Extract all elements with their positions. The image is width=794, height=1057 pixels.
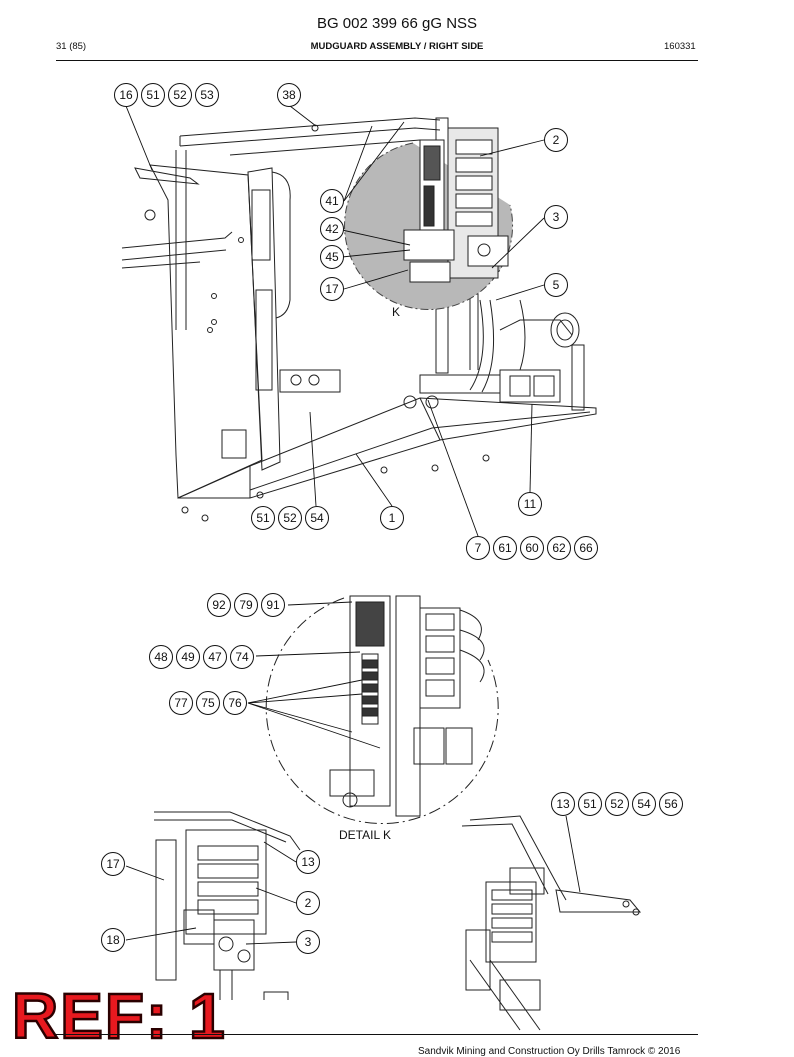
footer-rule [56,1034,698,1036]
callout-3[interactable]: 3 [544,205,568,229]
callout-91[interactable]: 91 [261,593,285,617]
detail-k-zone [344,127,514,311]
callout-52[interactable]: 52 [278,506,302,530]
callout-7[interactable]: 7 [466,536,490,560]
detail-k-view [265,595,499,825]
callout-16[interactable]: 16 [114,83,138,107]
callout-3[interactable]: 3 [296,930,320,954]
callout-41[interactable]: 41 [320,189,344,213]
callout-18[interactable]: 18 [101,928,125,952]
callout-52[interactable]: 52 [168,83,192,107]
callout-48[interactable]: 48 [149,645,173,669]
callout-51[interactable]: 51 [141,83,165,107]
callout-61[interactable]: 61 [493,536,517,560]
callout-79[interactable]: 79 [234,593,258,617]
callout-54[interactable]: 54 [305,506,329,530]
callout-54[interactable]: 54 [632,792,656,816]
bottom-right-view [461,815,642,1031]
callout-1[interactable]: 1 [380,506,404,530]
callout-60[interactable]: 60 [520,536,544,560]
callout-11[interactable]: 11 [518,492,542,516]
header-rule [56,60,698,61]
page-number: 31 (85) [56,41,87,52]
section-title: MUDGUARD ASSEMBLY / RIGHT SIDE [310,41,484,52]
callout-52[interactable]: 52 [605,792,629,816]
document-date-code: 160331 [664,41,696,52]
callout-2[interactable]: 2 [296,891,320,915]
detail-marker-label: K [392,305,401,319]
callout-47[interactable]: 47 [203,645,227,669]
callout-17[interactable]: 17 [101,852,125,876]
callout-17[interactable]: 17 [320,277,344,301]
callout-38[interactable]: 38 [277,83,301,107]
callout-5[interactable]: 5 [544,273,568,297]
callout-66[interactable]: 66 [574,536,598,560]
callout-13[interactable]: 13 [551,792,575,816]
callout-74[interactable]: 74 [230,645,254,669]
callout-92[interactable]: 92 [207,593,231,617]
document-title: BG 002 399 66 gG NSS [316,15,478,32]
callout-51[interactable]: 51 [578,792,602,816]
callout-53[interactable]: 53 [195,83,219,107]
callout-62[interactable]: 62 [547,536,571,560]
callout-77[interactable]: 77 [169,691,193,715]
footer-copyright: Sandvik Mining and Construction Oy Drill… [418,1046,681,1057]
callout-13[interactable]: 13 [296,850,320,874]
detail-caption: DETAIL K [339,828,392,842]
callout-49[interactable]: 49 [176,645,200,669]
callout-76[interactable]: 76 [223,691,247,715]
callout-75[interactable]: 75 [196,691,220,715]
callout-51[interactable]: 51 [251,506,275,530]
reference-stamp: REF: 1 [11,980,227,1052]
callout-45[interactable]: 45 [320,245,344,269]
callout-56[interactable]: 56 [659,792,683,816]
callout-2[interactable]: 2 [544,128,568,152]
callout-42[interactable]: 42 [320,217,344,241]
leader-lines [125,105,581,945]
bottom-left-view [154,811,301,1000]
